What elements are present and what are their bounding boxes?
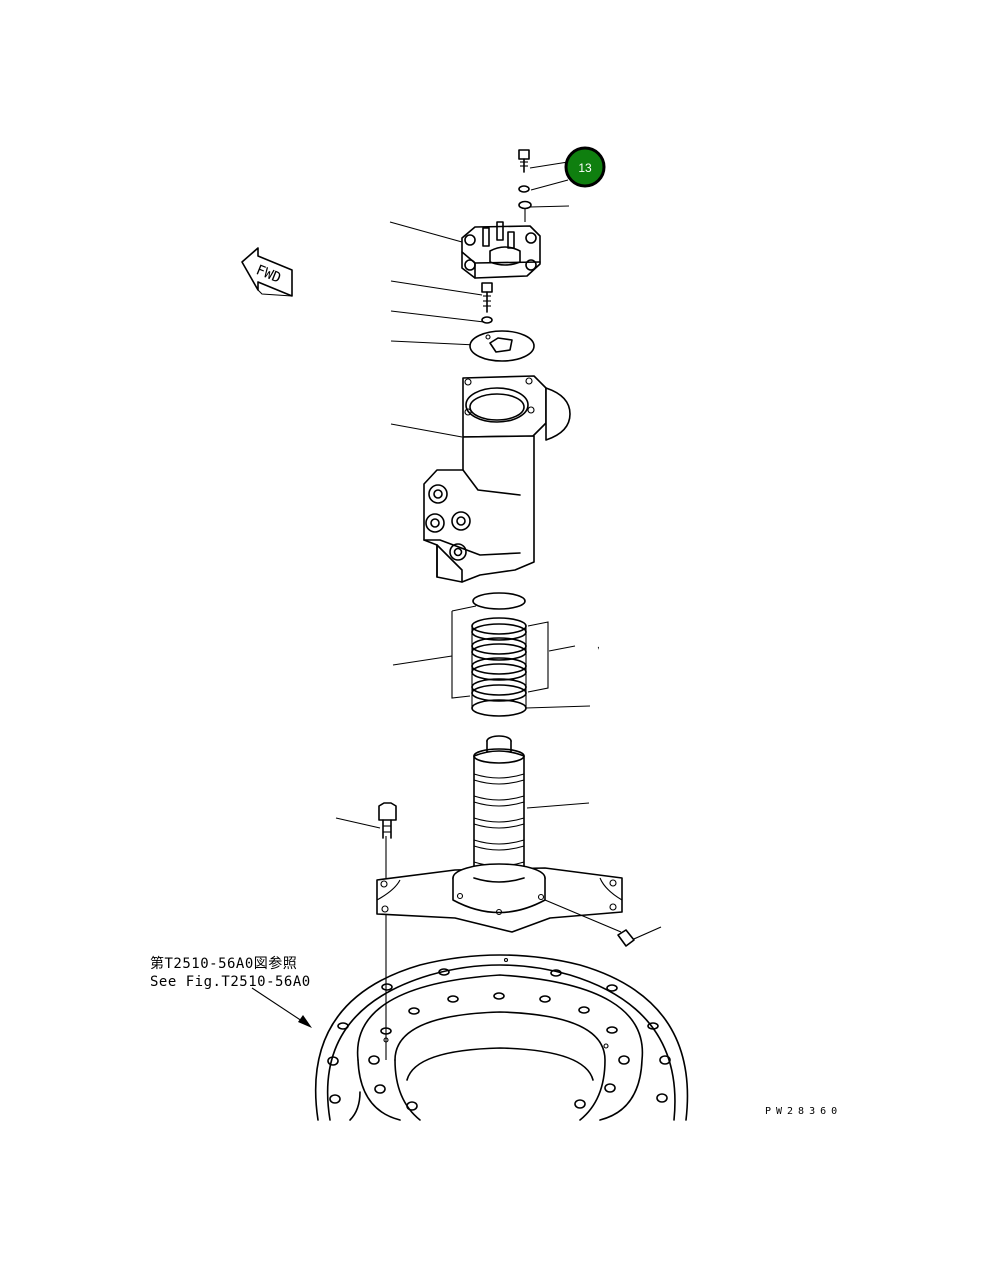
grease-fitting bbox=[544, 899, 635, 947]
seal-ring-stack bbox=[451, 592, 549, 717]
reference-note-line1: 第T2510-56A0図参照 bbox=[150, 956, 298, 972]
swivel-cover bbox=[461, 221, 541, 279]
spring-washer bbox=[518, 185, 530, 193]
callout-13[interactable]: 13 bbox=[564, 146, 606, 188]
washer-middle bbox=[481, 316, 493, 324]
reference-note: 第T2510-56A0図参照 See Fig.T2510-56A0 bbox=[150, 955, 311, 991]
middle-bolt bbox=[481, 282, 493, 313]
thrust-plate bbox=[469, 330, 535, 362]
callout-number: 13 bbox=[578, 161, 592, 175]
swing-circle-ring bbox=[314, 954, 689, 1121]
swivel-joint-body bbox=[423, 375, 571, 583]
long-bolt bbox=[378, 802, 397, 839]
callout-circle[interactable] bbox=[564, 146, 606, 188]
reference-note-line2: See Fig.T2510-56A0 bbox=[150, 974, 311, 990]
stray-mark: , bbox=[597, 640, 600, 651]
base-bracket-plate bbox=[376, 863, 623, 933]
drawing-code: PW28360 bbox=[765, 1106, 843, 1117]
o-ring-small bbox=[518, 200, 532, 210]
top-bolt bbox=[518, 149, 530, 173]
reference-arrow bbox=[251, 987, 312, 1028]
fwd-arrow-icon: FWD bbox=[241, 247, 293, 297]
